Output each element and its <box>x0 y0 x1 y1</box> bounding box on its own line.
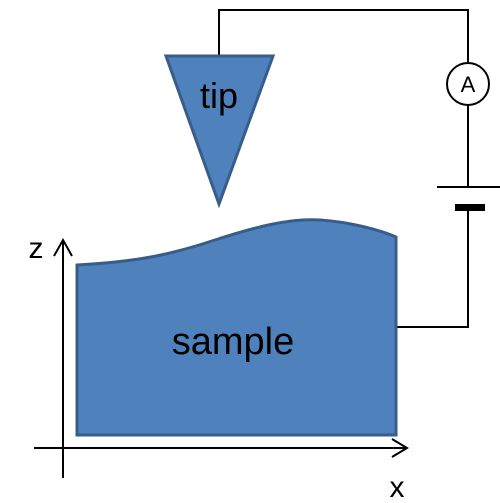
axes <box>34 237 409 478</box>
z-axis-arrowhead <box>53 237 73 257</box>
battery-short-plate <box>455 204 485 211</box>
x-axis-arrowhead <box>391 438 409 458</box>
battery <box>437 186 500 211</box>
x-axis-label: x <box>390 471 405 503</box>
wire-top <box>218 9 469 62</box>
circuit-wires <box>218 9 469 328</box>
ammeter-circle <box>446 62 490 106</box>
tip-label: tip <box>200 75 238 116</box>
ammeter-label: A <box>461 72 476 97</box>
z-axis-label: z <box>29 232 44 265</box>
tip-shape <box>163 54 276 209</box>
sample-shape <box>75 218 398 437</box>
sample-label: sample <box>172 321 295 363</box>
wire-battery-to-sample <box>396 210 469 328</box>
ammeter: A <box>446 62 490 106</box>
